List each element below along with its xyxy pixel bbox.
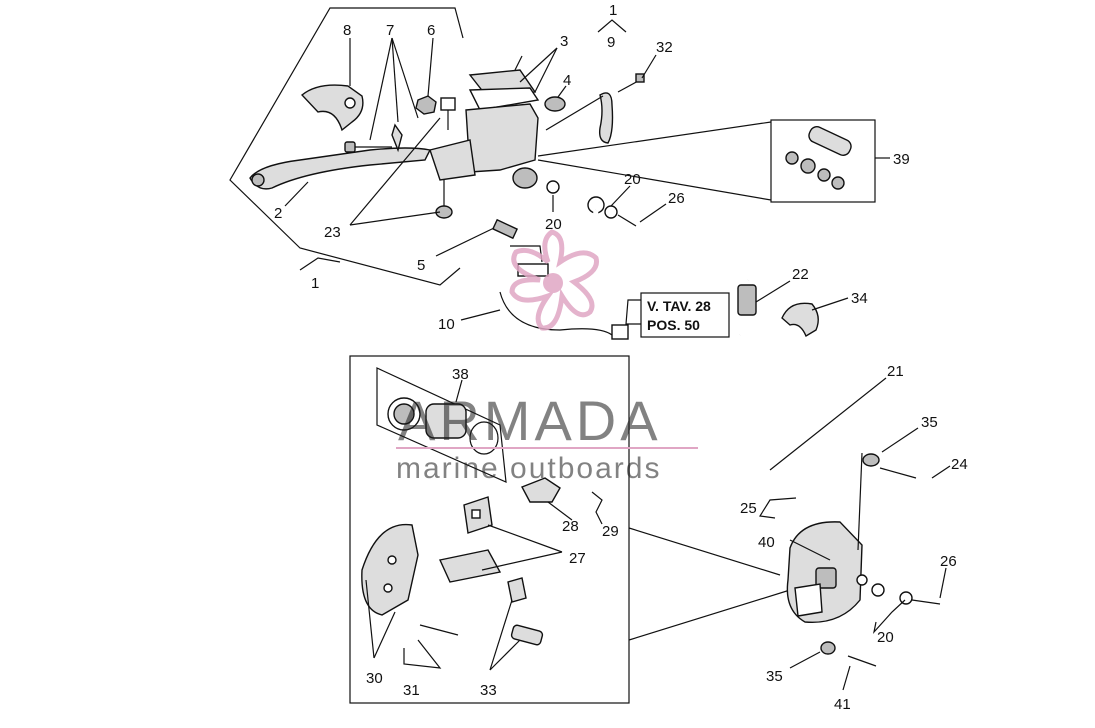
reservoir-cap: [544, 96, 566, 112]
callout-20b: 20: [624, 171, 641, 188]
callout-35a: 35: [921, 414, 938, 431]
callout-26a: 26: [668, 190, 685, 207]
reference-line-1: V. TAV. 28: [647, 298, 711, 314]
callout-20a: 20: [545, 216, 562, 233]
watermark-subtitle: marine outboards: [396, 452, 661, 485]
brake-light-switch: [491, 218, 519, 240]
callout-39: 39: [893, 151, 910, 168]
callout-40: 40: [758, 534, 775, 551]
callout-34: 34: [851, 290, 868, 307]
callout-38: 38: [452, 366, 469, 383]
callout-7: 7: [386, 22, 394, 39]
callout-numbers: 8 7 6 3 1 9 32 4 2 23 5 20 20 26 39 10 2…: [274, 2, 968, 713]
callout-27: 27: [569, 550, 586, 567]
callout-41: 41: [834, 696, 851, 713]
brake-hose: [591, 209, 883, 551]
callout-9: 9: [607, 34, 615, 51]
callout-20c: 20: [877, 629, 894, 646]
master-cylinder-part: [429, 55, 540, 189]
callout-6: 6: [427, 22, 435, 39]
callout-8: 8: [343, 22, 351, 39]
callout-2: 2: [274, 205, 282, 222]
hose-clamp-part: [598, 73, 645, 144]
callout-25: 25: [740, 500, 757, 517]
leader-lines: [284, 19, 951, 691]
callout-4: 4: [563, 72, 571, 89]
armada-watermark: ARMADA marine outboards: [396, 229, 698, 485]
callout-32: 32: [656, 39, 673, 56]
caliper-detail-box: [349, 355, 791, 704]
callout-29: 29: [602, 523, 619, 540]
propeller-logo-icon: [509, 229, 600, 331]
brake-caliper-part: [786, 452, 941, 667]
callout-31: 31: [403, 682, 420, 699]
callout-1b: 1: [311, 275, 319, 292]
callout-26b: 26: [940, 553, 957, 570]
callout-5: 5: [417, 257, 425, 274]
callout-30: 30: [366, 670, 383, 687]
callout-1a: 1: [609, 2, 617, 19]
callout-22: 22: [792, 266, 809, 283]
callout-33: 33: [480, 682, 497, 699]
callout-35b: 35: [766, 668, 783, 685]
lever-bracket-part: [300, 84, 364, 132]
watermark-title: ARMADA: [398, 389, 662, 452]
cylinder-kit-box: [537, 119, 890, 203]
nut-part: [415, 95, 437, 115]
callout-3: 3: [560, 33, 568, 50]
lever-pivot-bolt: [344, 123, 403, 153]
callout-24: 24: [951, 456, 968, 473]
callout-21: 21: [887, 363, 904, 380]
reference-line-2: POS. 50: [647, 317, 700, 333]
hose-clip-part: [781, 302, 819, 338]
callout-23: 23: [324, 224, 341, 241]
brake-lever-part: [249, 147, 432, 190]
reference-box: V. TAV. 28 POS. 50: [625, 292, 730, 338]
callout-28: 28: [562, 518, 579, 535]
callout-10: 10: [438, 316, 455, 333]
lever-group-outline: [229, 7, 464, 286]
